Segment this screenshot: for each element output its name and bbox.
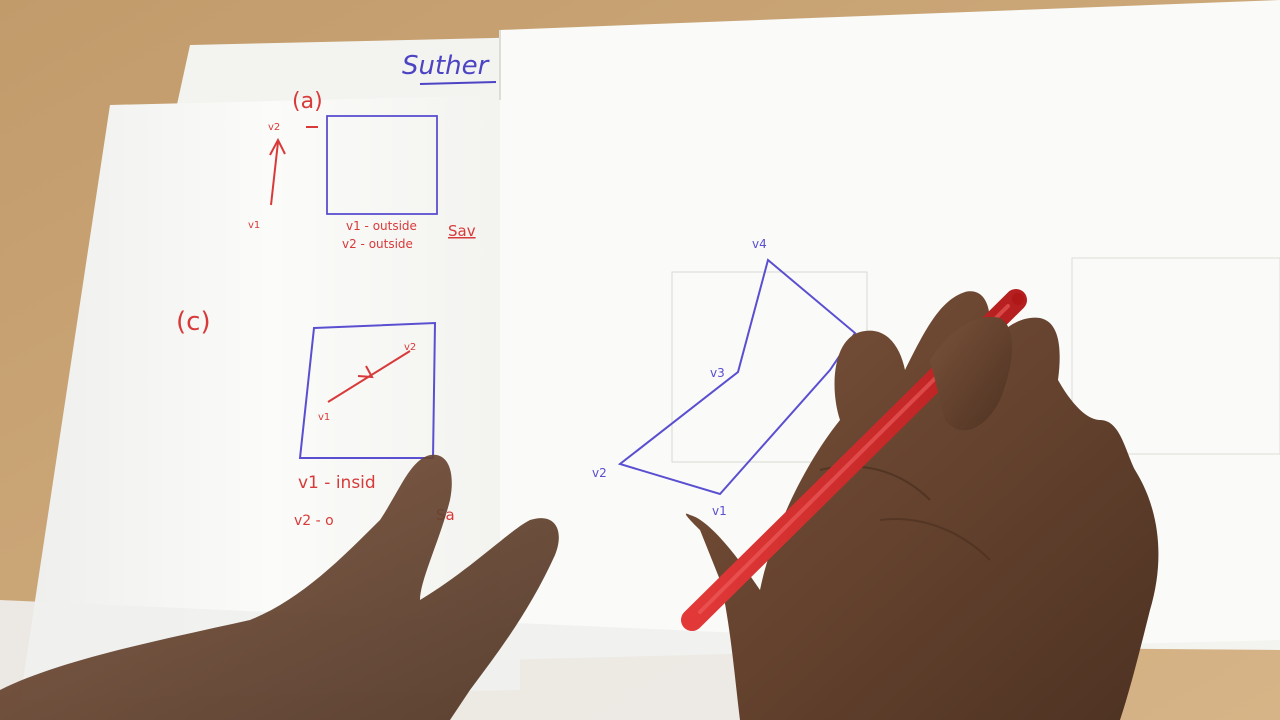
- polygon-v2-label: v2: [592, 466, 607, 480]
- left-hand: [0, 454, 559, 720]
- case-a-note-1: v1 - outside: [346, 219, 417, 233]
- polygon-v3-label: v3: [710, 366, 725, 380]
- case-a-clip-window: [326, 115, 438, 215]
- case-a-edge-line: [270, 141, 279, 206]
- case-c-v1-label: v1: [318, 412, 330, 423]
- case-a-note-2: v2 - outside: [342, 237, 413, 251]
- case-c-v2-label: v2: [404, 342, 416, 353]
- polygon-v4-label: v4: [752, 237, 767, 251]
- title-underline: [419, 81, 497, 85]
- case-a-v2-label: v2: [268, 122, 280, 133]
- right-hand-finger: [930, 316, 1013, 431]
- case-a-note-3: Sav: [448, 222, 476, 240]
- sheet-title: Suther: [402, 51, 491, 81]
- case-c-note-2: v2 - o: [294, 513, 334, 529]
- case-c-label: (c): [176, 307, 211, 337]
- case-a-arrow-head: [269, 137, 286, 156]
- case-c-arrow-head: [357, 365, 374, 379]
- case-a-label: (a): [292, 89, 323, 114]
- faint-clip-window-2: [1071, 257, 1280, 455]
- subject-polygon: [617, 258, 857, 496]
- case-c-note-1: v1 - insid: [298, 473, 376, 493]
- case-a-v1-label: v1: [248, 220, 260, 231]
- polygon-v1-label: v1: [712, 504, 727, 518]
